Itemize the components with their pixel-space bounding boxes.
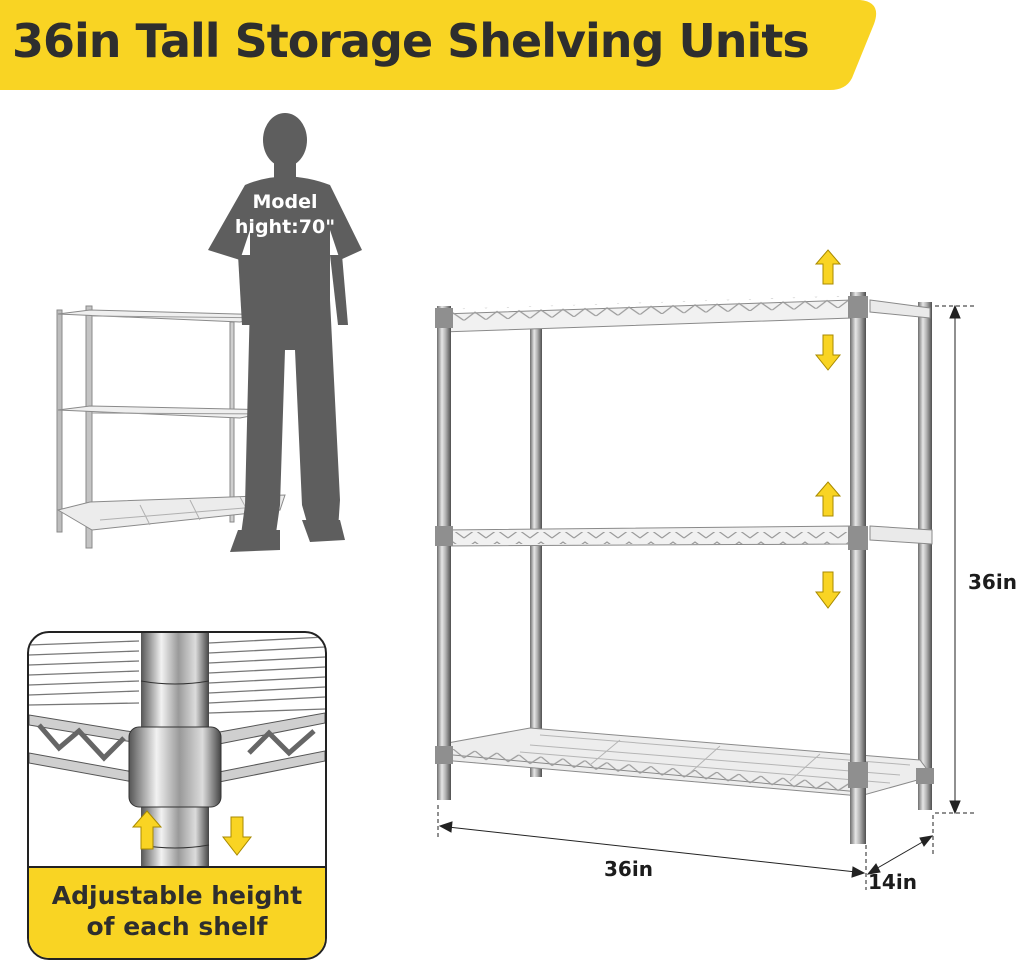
width-dimension-label: 36in [604, 857, 653, 881]
page-title: 36in Tall Storage Shelving Units [12, 14, 810, 68]
small-shelf-icon [56, 305, 286, 549]
model-label-line2: hight:70" [234, 216, 336, 238]
depth-dimension-label: 14in [868, 870, 917, 894]
arrow-up-icon [814, 249, 842, 285]
title-banner: 36in Tall Storage Shelving Units [0, 0, 880, 90]
person-silhouette-icon [208, 113, 362, 552]
pole-sleeve-closeup [29, 633, 325, 873]
caption-line1: Adjustable height [51, 881, 303, 910]
arrow-up-icon [131, 810, 163, 850]
arrow-up-icon [814, 481, 842, 517]
banner-shape [0, 0, 877, 90]
adjustable-height-caption: Adjustable height of each shelf [29, 866, 325, 958]
back-right-pole [918, 302, 932, 810]
caption-line2: of each shelf [86, 912, 268, 941]
model-label-line1: Model [252, 191, 318, 213]
arrow-down-icon [221, 816, 253, 856]
model-comparison-illustration [56, 113, 362, 552]
height-dimension-line [935, 304, 975, 815]
front-left-pole [437, 306, 451, 800]
arrow-down-icon [815, 571, 841, 609]
arrow-down-icon [814, 334, 842, 371]
front-right-pole [850, 292, 866, 844]
adjustable-height-detail: Adjustable height of each shelf [27, 631, 327, 960]
main-shelf-illustration [435, 249, 975, 890]
back-left-pole [530, 322, 542, 777]
width-dimension-line [437, 805, 934, 890]
height-dimension-label: 36in [968, 570, 1017, 594]
model-height-label: Model hight:70" [222, 190, 348, 240]
